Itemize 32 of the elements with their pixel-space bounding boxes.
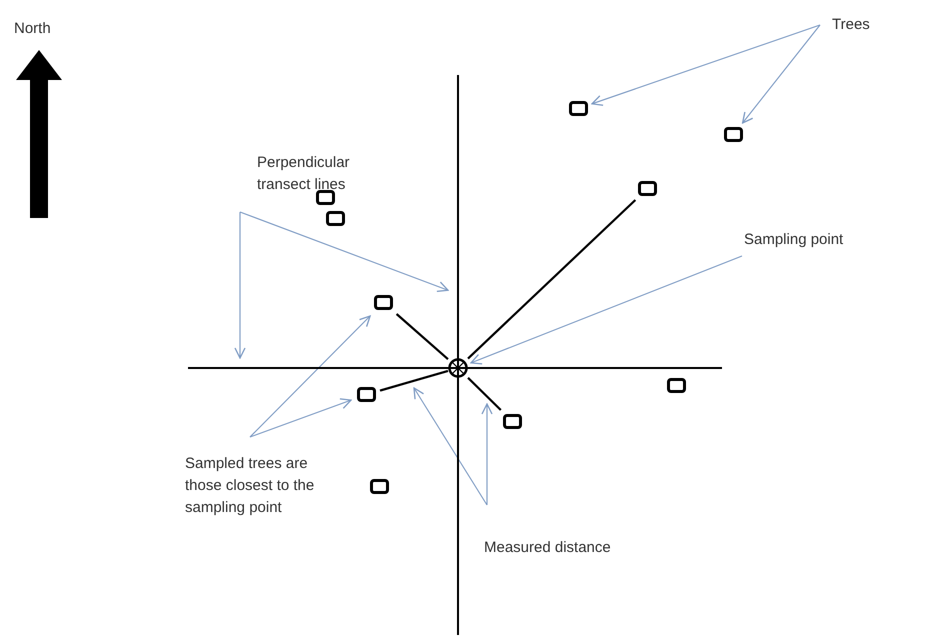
leader-line bbox=[250, 398, 352, 438]
transect-line bbox=[457, 75, 459, 635]
leader-line bbox=[234, 212, 246, 359]
leader-line bbox=[591, 24, 820, 106]
annotation-text: Sampled trees are those closest to the sampling point bbox=[185, 453, 325, 519]
leader-line bbox=[250, 315, 371, 438]
distance-line bbox=[380, 370, 448, 392]
distance-line bbox=[467, 377, 502, 411]
leader-line bbox=[413, 387, 488, 506]
distance-line bbox=[396, 313, 449, 360]
leader-line bbox=[240, 211, 449, 292]
compass-label: North bbox=[14, 20, 51, 37]
leader-line bbox=[742, 24, 820, 124]
sampling-point-marker bbox=[448, 358, 468, 378]
annotation-text: Perpendicular transect lines bbox=[257, 152, 387, 196]
tree-marker bbox=[370, 479, 389, 494]
tree-marker bbox=[316, 190, 335, 205]
annotation-text: Trees bbox=[832, 14, 892, 36]
tree-marker bbox=[503, 414, 522, 429]
leader-line bbox=[470, 255, 742, 364]
leader-line bbox=[481, 403, 493, 505]
tree-marker bbox=[638, 181, 657, 196]
tree-marker bbox=[374, 295, 393, 310]
tree-marker bbox=[357, 387, 376, 402]
tree-marker bbox=[326, 211, 345, 226]
tree-marker bbox=[569, 101, 588, 116]
distance-line bbox=[467, 199, 636, 360]
annotation-text: Sampling point bbox=[744, 229, 874, 251]
tree-marker bbox=[667, 378, 686, 393]
transect-line bbox=[188, 367, 722, 369]
annotation-text: Measured distance bbox=[484, 537, 644, 559]
tree-marker bbox=[724, 127, 743, 142]
